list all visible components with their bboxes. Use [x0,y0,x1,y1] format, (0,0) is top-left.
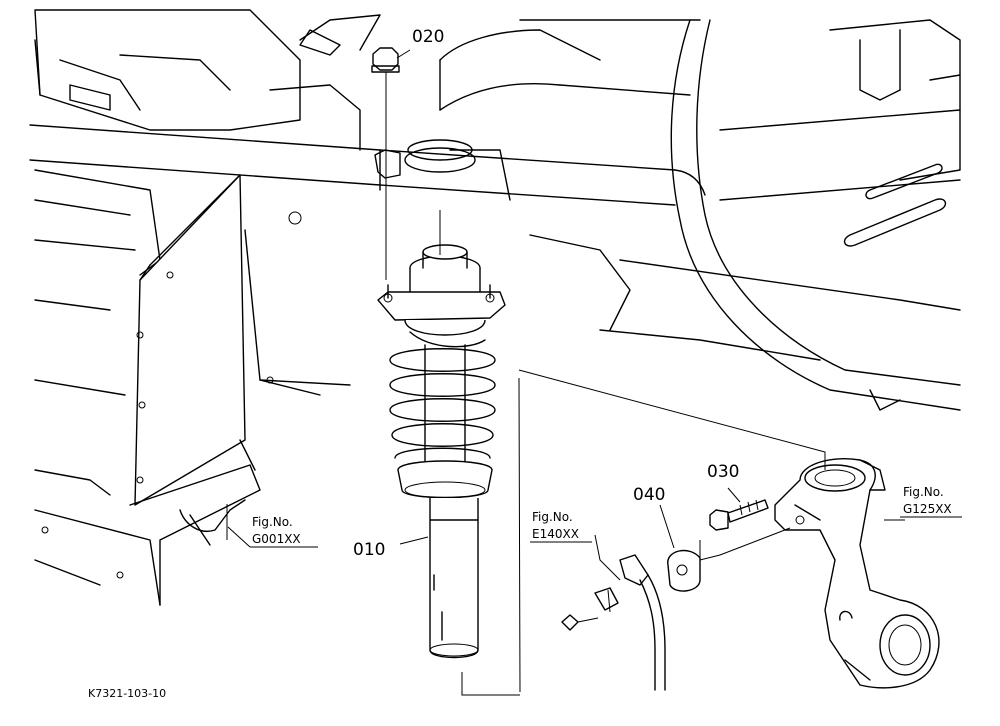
left-frame-bracket [34,169,351,606]
bracket-040 [667,549,701,592]
figure-ref-code: E140XX [532,527,579,541]
sensor-clip [561,554,666,691]
part-number-030[interactable]: 030 [707,462,739,482]
figure-ref-g001[interactable]: Fig.No. G001XX [227,515,318,548]
drawing-code: K7321-103-10 [88,687,166,700]
chassis-frame [29,9,961,411]
assembly-lines [226,49,905,696]
figure-ref-g125[interactable]: Fig.No. G125XX [900,485,962,518]
figure-ref-e140[interactable]: Fig.No. E140XX [530,510,592,543]
figure-ref-code: G001XX [252,532,301,546]
figure-ref-label: Fig.No. [532,510,573,524]
part-number-040[interactable]: 040 [633,485,665,505]
steering-knuckle [774,458,940,689]
bolt-030 [709,499,769,531]
part-number-020[interactable]: 020 [412,27,444,47]
figure-ref-code: G125XX [903,502,952,516]
strut-assembly [377,210,506,659]
figure-ref-label: Fig.No. [903,485,944,499]
nut-020 [371,47,400,280]
figure-ref-label: Fig.No. [252,515,293,529]
part-number-010[interactable]: 010 [353,540,385,560]
